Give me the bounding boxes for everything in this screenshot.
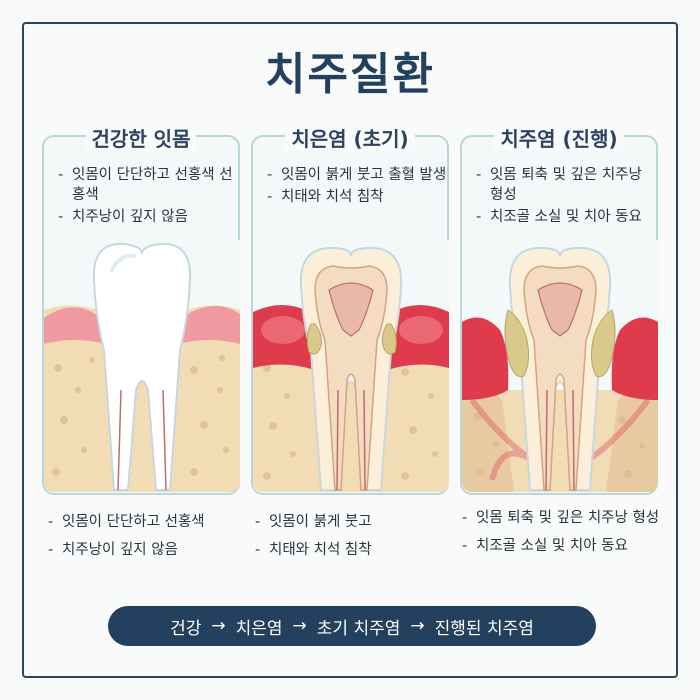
arrow-right-icon: → (410, 616, 425, 636)
list-item: 치주낭이 깊지 않음 (58, 207, 238, 227)
progression-step: 진행된 치주염 (434, 618, 534, 639)
panel-bottom-list-periodontitis: 잇몸 퇴축 및 깊은 치주낭 형성 치조골 소실 및 치아 동요 (462, 508, 662, 564)
panel-title: 건강한 잇몸 (44, 123, 238, 152)
illustration-periodontitis-tooth (462, 240, 658, 492)
list-item: 잇몸 퇴축 및 깊은 치주낭 형성 (462, 508, 662, 528)
illustration-healthy-tooth (44, 240, 240, 492)
panel-top-list: 잇몸이 붉게 붓고 출혈 발생 치태와 치석 침착 (267, 165, 447, 209)
illustration-gingivitis-tooth (253, 240, 449, 492)
list-item: 잇몸이 단단하고 선홍색 (48, 512, 258, 532)
panel-bottom-list-gingivitis: 잇몸이 붉게 붓고 치태와 치석 침착 (255, 512, 465, 568)
list-item: 치조골 소실 및 치아 동요 (476, 207, 656, 227)
panel-top-list: 잇몸 퇴축 및 깊은 치주낭 형성 치조골 소실 및 치아 동요 (476, 165, 656, 229)
list-item: 치태와 치석 침착 (267, 187, 447, 207)
list-item: 잇몸이 붉게 붓고 (255, 512, 465, 532)
list-item: 잇몸 퇴축 및 깊은 치주낭 형성 (476, 165, 656, 205)
progression-banner: 건강 → 치은염 → 초기 치주염 → 진행된 치주염 (108, 606, 596, 646)
panel-title: 치주염 (진행) (462, 123, 656, 152)
arrow-right-icon: → (211, 616, 226, 636)
list-item: 치조골 소실 및 치아 동요 (462, 536, 662, 556)
page-title: 치주질환 (265, 49, 435, 100)
arrow-right-icon: → (292, 616, 307, 636)
progression-step: 치은염 (235, 618, 283, 639)
progression-step: 초기 치주염 (316, 618, 401, 639)
panel-bottom-list-healthy: 잇몸이 단단하고 선홍색 치주낭이 깊지 않음 (48, 512, 258, 568)
list-item: 치주낭이 깊지 않음 (48, 540, 258, 560)
progression-step: 건강 (170, 618, 202, 639)
list-item: 잇몸이 붉게 붓고 출혈 발생 (267, 165, 447, 185)
panel-title: 치은염 (초기) (253, 123, 447, 152)
panel-top-list: 잇몸이 단단하고 선홍색 선홍색 치주낭이 깊지 않음 (58, 165, 238, 229)
list-item: 잇몸이 단단하고 선홍색 선홍색 (58, 165, 238, 205)
list-item: 치태와 치석 침착 (255, 540, 465, 560)
